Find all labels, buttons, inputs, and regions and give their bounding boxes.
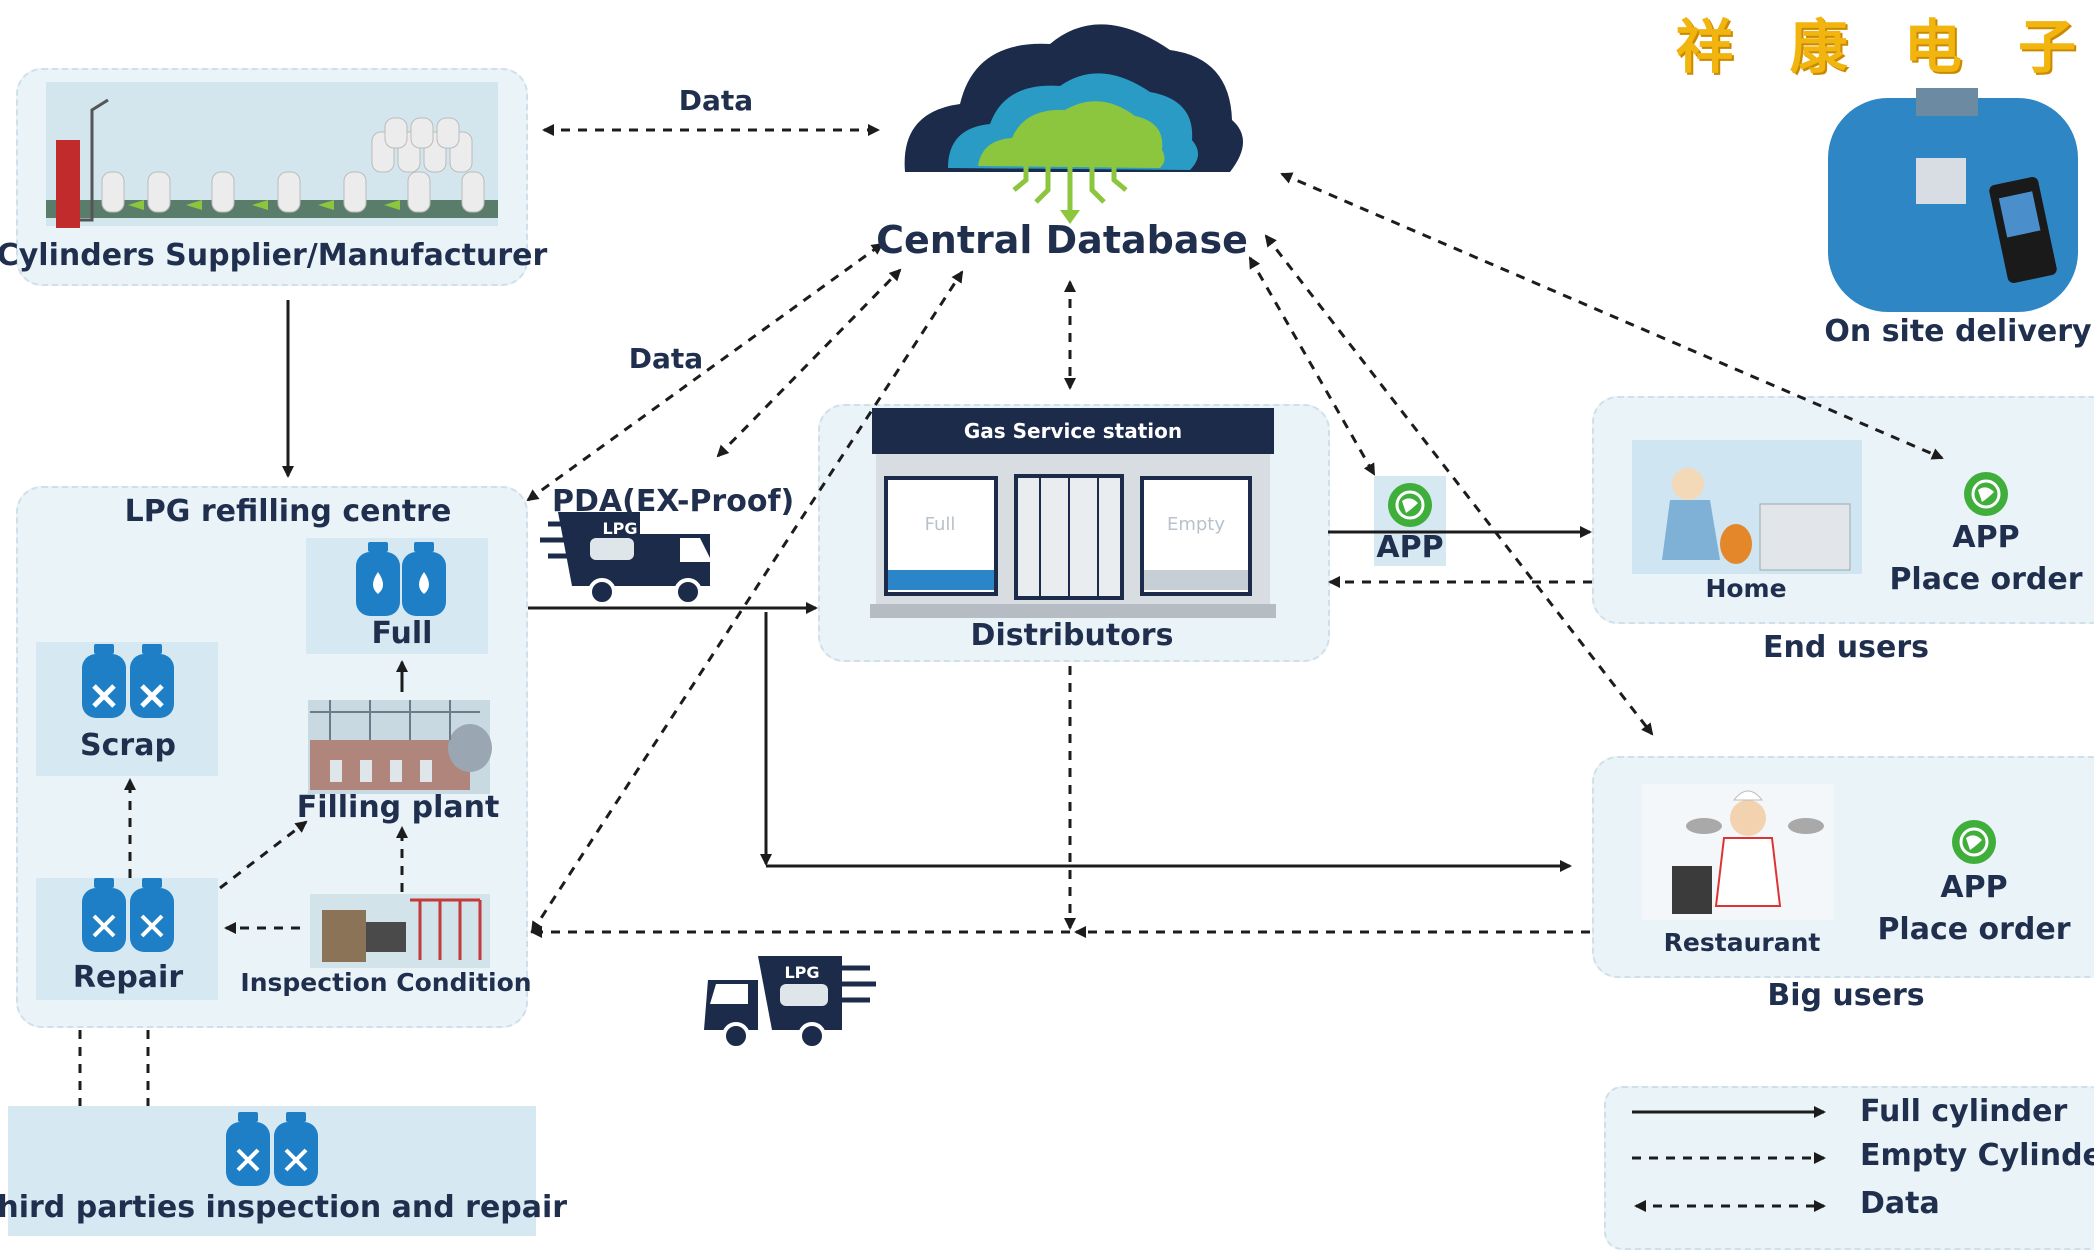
truck-tag: LPG [784,963,819,982]
delivery-truck-icon [704,956,876,1050]
onsite-delivery-label: On site delivery [1824,314,2092,349]
third-party-label: Third parties inspection and repair [0,1190,568,1225]
repair-label: Repair [72,960,184,995]
full-cylinders-icon [356,542,446,616]
legend-empty-cylinder: Empty Cylinder [1860,1138,2094,1173]
station-sign: Gas Service station [964,419,1182,443]
legend-full-cylinder: Full cylinder [1860,1094,2068,1129]
refill-centre-title: LPG refilling centre [124,494,452,529]
inspection-machine-image [310,894,490,968]
scrap-label: Scrap [80,728,176,763]
distributor-app-icon [1386,481,1434,529]
cloud-database-icon [904,24,1244,224]
data-label-top: Data [678,84,754,117]
third-party-panel [8,1106,536,1236]
distributor-app-label: APP [1376,530,1444,565]
filling-plant-image [308,700,492,794]
pda-label: PDA(EX-Proof) [552,484,795,519]
onsite-delivery-image [1828,88,2078,312]
big-users-app-label: APP [1940,870,2008,905]
third-party-cylinders-icon [226,1112,318,1186]
filling-plant-label: Filling plant [296,790,500,825]
legend-data: Data [1860,1186,1940,1221]
restaurant-label: Restaurant [1663,928,1821,957]
central-database-title: Central Database [876,218,1248,262]
end-users-label: End users [1763,630,1929,665]
data-label-mid: Data [628,342,704,375]
supplier-production-line-image [46,82,498,228]
inspection-condition-label: Inspection Condition [240,968,532,997]
station-empty-window: Empty [1167,514,1225,535]
scrap-cylinders-icon [82,644,174,718]
restaurant-chef-image [1642,784,1834,920]
full-label: Full [371,616,433,651]
repair-cylinders-icon [82,878,174,952]
repair-tile [36,878,218,1000]
end-users-app-label: APP [1952,520,2020,555]
home-kitchen-image [1632,440,1862,574]
big-users-place-order-label: Place order [1877,912,2071,947]
home-label: Home [1705,574,1787,603]
supplier-label: Cylinders Supplier/Manufacturer [0,238,548,273]
big-users-app-icon [1950,818,1998,866]
end-users-app-icon [1962,470,2010,518]
station-full-window: Full [925,514,956,535]
scrap-tile [36,642,218,776]
end-users-place-order-label: Place order [1889,562,2083,597]
pda-truck-tag: LPG [602,519,637,538]
distributors-label: Distributors [970,618,1174,653]
big-users-label: Big users [1767,978,1925,1013]
brand-logo-text: 祥 康 电 子 [1675,13,2094,81]
